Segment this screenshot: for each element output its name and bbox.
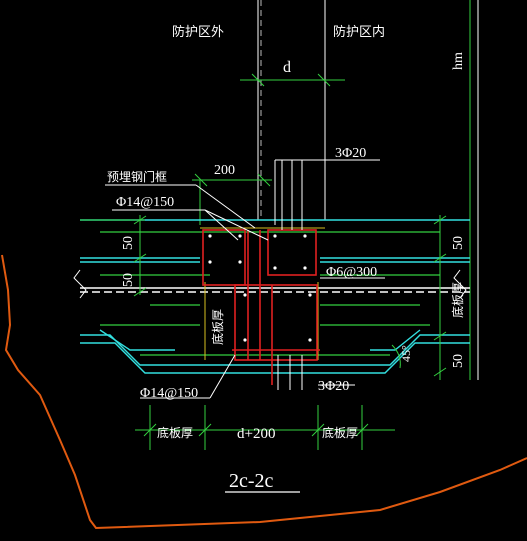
site-boundary-curve bbox=[1, 254, 527, 530]
dim-50-right-bottom-label: 50 bbox=[451, 354, 466, 368]
section-title: 2c-2c bbox=[229, 470, 274, 492]
dimension-hm bbox=[469, 0, 479, 380]
bars-3phi20 bbox=[277, 160, 303, 390]
dim-200-label: 200 bbox=[214, 163, 235, 178]
dimension-bottom bbox=[135, 405, 395, 450]
slab-thickness-center-label: 底板厚 bbox=[210, 309, 225, 345]
stirrup-note-label: Φ6@300 bbox=[326, 265, 377, 280]
rebar-bottom-right-label: 3Φ20 bbox=[318, 379, 349, 394]
break-marks bbox=[73, 269, 467, 299]
dim-d-label: d bbox=[283, 59, 291, 76]
dimension-d bbox=[240, 73, 345, 87]
dim-bottom-right-label: 底板厚 bbox=[322, 425, 358, 440]
rebar-green-lines bbox=[100, 231, 440, 356]
inside-zone-label: 防护区内 bbox=[333, 24, 385, 40]
outside-zone-label: 防护区外 bbox=[172, 24, 224, 40]
slab-top-lines bbox=[80, 219, 470, 293]
trench-slab bbox=[80, 329, 470, 374]
rebar-top-right-label: 3Φ20 bbox=[335, 146, 366, 161]
angle-note-label: 45° bbox=[399, 345, 413, 362]
rebar-dots bbox=[208, 234, 312, 342]
dimension-200 bbox=[192, 173, 272, 225]
slab-thickness-right-label: 底板厚 bbox=[450, 282, 465, 318]
leader-lines bbox=[105, 159, 385, 399]
wall-lines bbox=[257, 0, 326, 220]
dim-50-left2-label: 50 bbox=[121, 273, 136, 287]
dimension-left bbox=[80, 215, 147, 297]
dim-50-left-label: 50 bbox=[121, 236, 136, 250]
dim-bottom-middle-label: d+200 bbox=[237, 426, 275, 442]
yellow-guides bbox=[200, 227, 325, 360]
dim-50-right-top-label: 50 bbox=[451, 236, 466, 250]
dim-hm-label: hm bbox=[451, 52, 466, 70]
angle-arc bbox=[391, 344, 401, 369]
dimension-right bbox=[433, 215, 447, 380]
embedded-frame-label: 预埋钢门框 bbox=[107, 169, 167, 184]
dim-bottom-left-label: 底板厚 bbox=[157, 425, 193, 440]
rebar-top-left-label: Φ14@150 bbox=[116, 195, 174, 210]
rebar-bottom-left-label: Φ14@150 bbox=[140, 386, 198, 401]
